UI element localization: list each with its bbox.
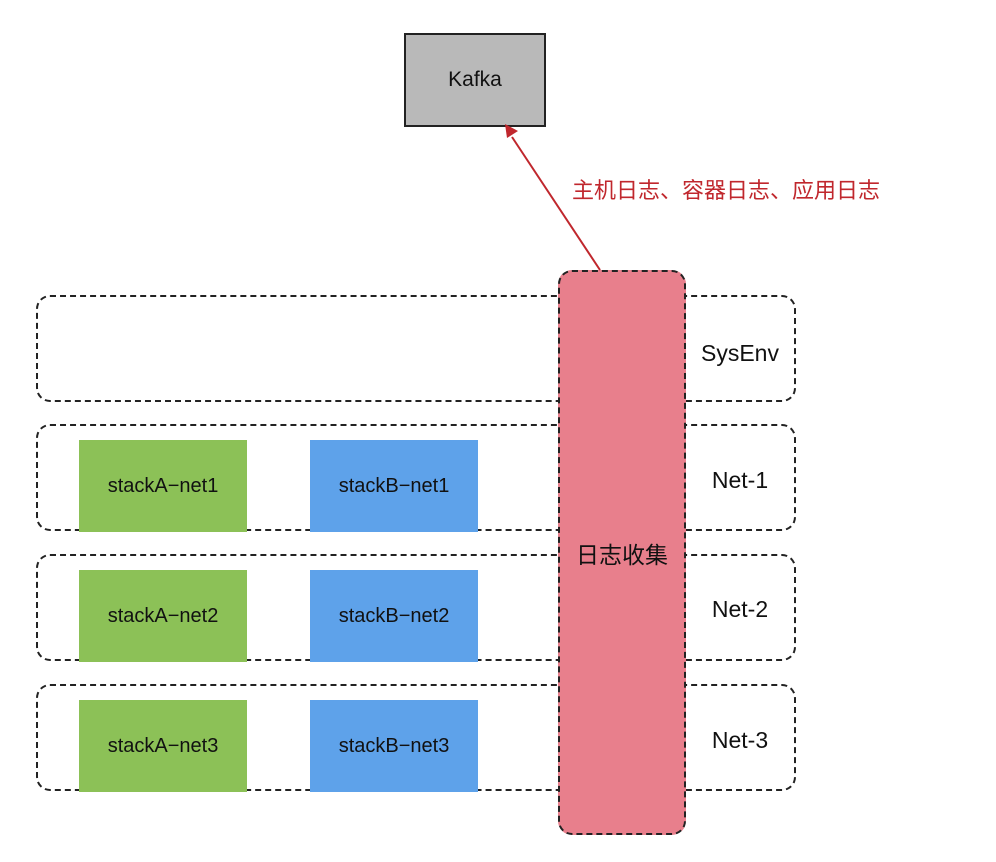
log-collector: 日志收集 (558, 270, 686, 835)
layer-sysenv (36, 295, 796, 402)
arrow-head (505, 124, 518, 138)
layer-label-net-2: Net-2 (711, 595, 769, 622)
stack-a-net2-label: stackA−net2 (107, 604, 219, 627)
stack-a-net1-box: stackA−net1 (79, 440, 247, 532)
stack-a-net1-label: stackA−net1 (107, 474, 219, 497)
arrow-line (511, 136, 601, 271)
log-collector-label: 日志收集 (576, 541, 668, 568)
layer-label-net-1: Net-1 (711, 466, 769, 493)
stack-a-net2-box: stackA−net2 (79, 570, 247, 662)
stack-b-net1-box: stackB−net1 (310, 440, 478, 532)
kafka-label: Kafka (448, 68, 502, 91)
arrow-label: 主机日志、容器日志、应用日志 (572, 178, 881, 203)
layer-label-sysenv: SysEnv (701, 339, 779, 366)
stack-b-net1-label: stackB−net1 (338, 474, 450, 497)
stack-b-net2-box: stackB−net2 (310, 570, 478, 662)
stack-a-net3-label: stackA−net3 (107, 734, 219, 757)
stack-b-net2-label: stackB−net2 (338, 604, 450, 627)
stack-b-net3-label: stackB−net3 (338, 734, 450, 757)
stack-a-net3-box: stackA−net3 (79, 700, 247, 792)
kafka-node: Kafka (404, 33, 546, 127)
stack-b-net3-box: stackB−net3 (310, 700, 478, 792)
layer-label-net-3: Net-3 (711, 726, 769, 753)
